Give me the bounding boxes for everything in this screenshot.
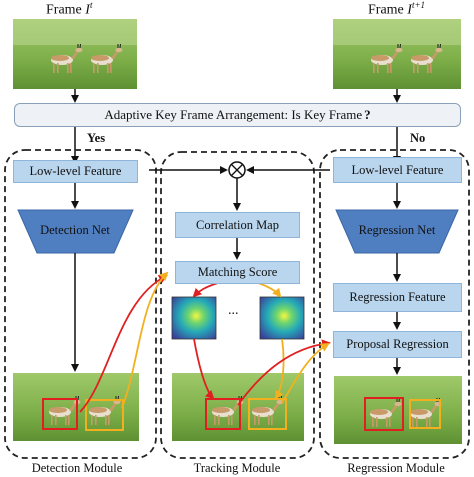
matching-score-box: Matching Score <box>175 261 300 284</box>
frame-t-title: Frame It <box>46 0 93 18</box>
regression-feature-box: Regression Feature <box>333 283 462 312</box>
correlation-map-box: Correlation Map <box>175 212 300 238</box>
detection-module-label: Detection Module <box>31 461 123 475</box>
red-arrow-matching-to-heatmap <box>192 282 219 298</box>
heatmap-left <box>171 296 217 340</box>
yes-label: Yes <box>87 131 106 145</box>
red-arrow-det-to-matching <box>79 275 168 413</box>
regression-module-label: Regression Module <box>347 461 445 475</box>
yellow-arrow-det-to-matching <box>121 271 169 409</box>
regression-module-border <box>319 149 470 459</box>
tracking-module-label: Tracking Module <box>193 461 281 475</box>
detection-net-label: Detection Net <box>40 223 110 237</box>
detection-net-trapezoid <box>17 209 134 254</box>
red-arrow-track-to-proposal <box>237 339 331 406</box>
detection-module-border <box>4 149 157 459</box>
heatmap-right <box>259 296 305 340</box>
no-label: No <box>410 131 426 145</box>
regression-net-trapezoid <box>335 209 459 254</box>
frame-t-plus-1-title: Frame It+1 <box>368 0 426 18</box>
frame-image-t-plus-1 <box>333 19 461 89</box>
regression-output-image <box>334 376 462 444</box>
key-frame-banner: Adaptive Key Frame Arrangement: Is Key F… <box>14 103 461 127</box>
reg-low-level-feature: Low-level Feature <box>333 157 462 183</box>
heatmap-ellipsis: ... <box>228 303 239 318</box>
frame-image-t <box>13 19 137 89</box>
yellow-arrow-heatmap-to-track <box>274 338 285 400</box>
det-low-level-feature: Low-level Feature <box>13 160 138 183</box>
proposal-regression-box: Proposal Regression <box>333 331 462 358</box>
yellow-arrow-track-to-proposal <box>281 342 330 404</box>
regression-net-label: Regression Net <box>358 223 436 237</box>
tracking-output-image <box>172 373 304 441</box>
red-arrow-heatmap-to-track <box>193 338 215 400</box>
yellow-arrow-matching-to-heatmap <box>257 282 282 298</box>
detection-output-image <box>13 373 139 441</box>
